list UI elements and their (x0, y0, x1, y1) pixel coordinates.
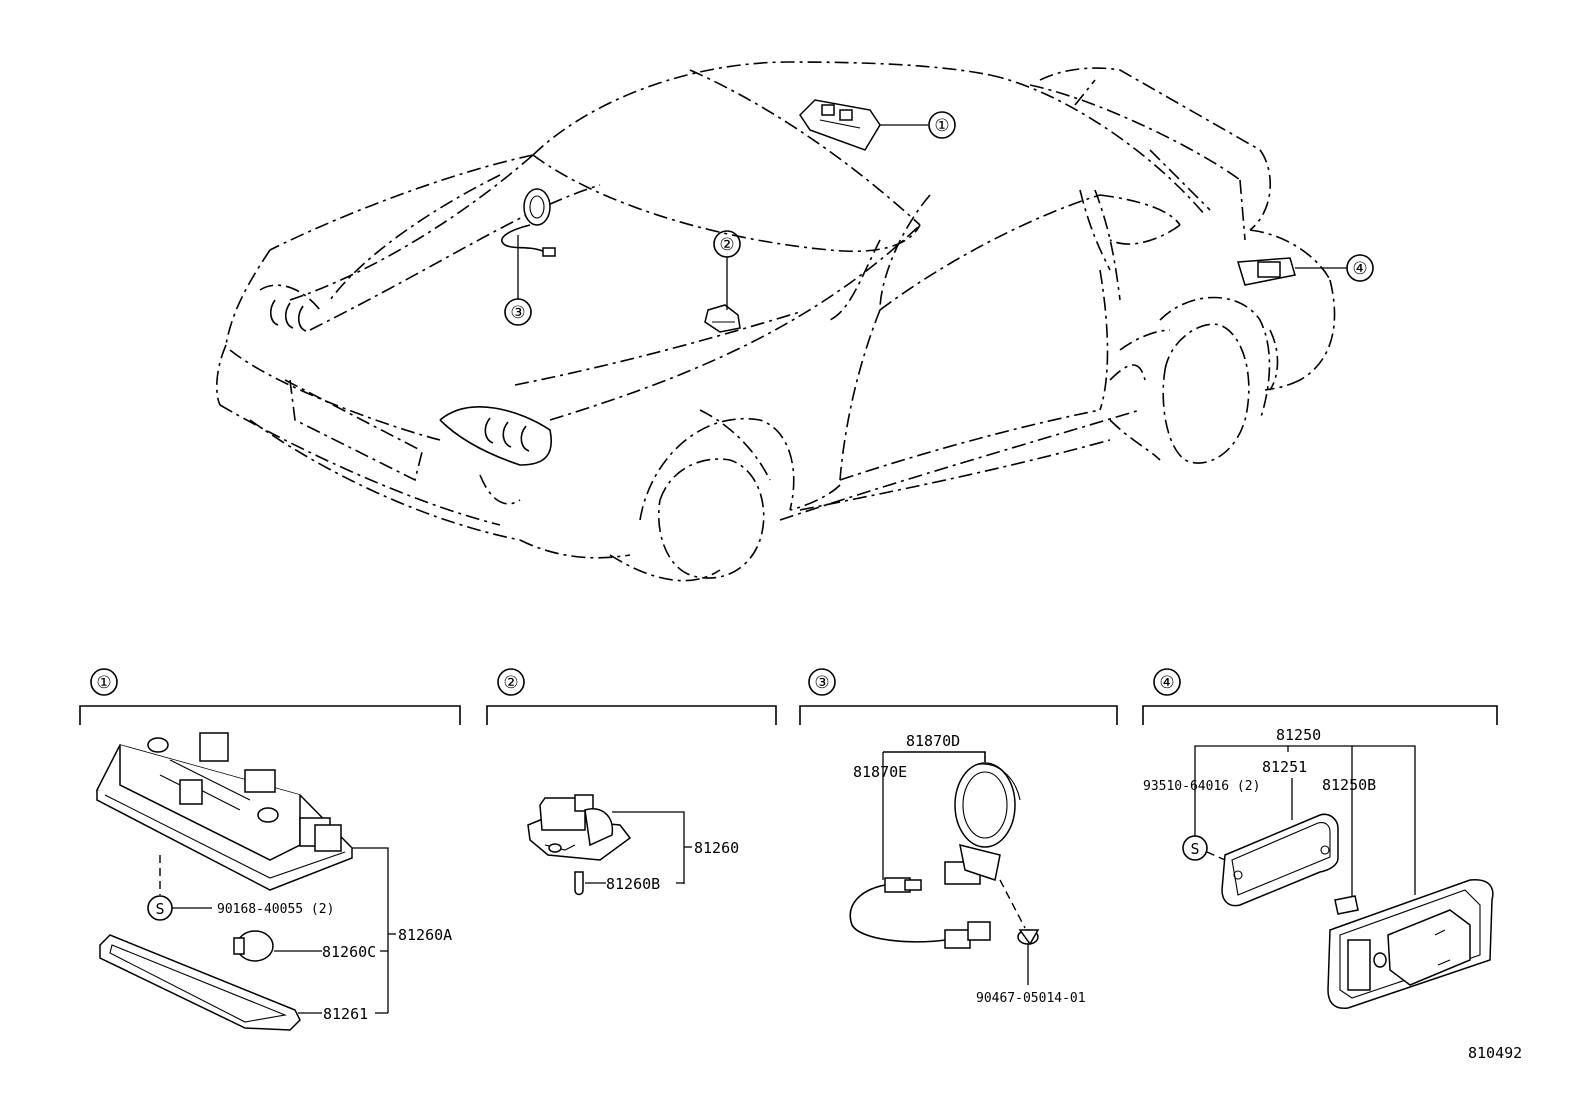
car-outline (216, 61, 1336, 582)
group-4-lens-label: 81251 (1262, 758, 1307, 776)
callout-3: ③ (504, 235, 532, 326)
group-1-screw-label: 90168-40055 (2) (217, 902, 334, 917)
group-3-ring-label: 81870D (906, 732, 960, 750)
group-2-bulb-label: 81260B (606, 875, 660, 893)
callout-4: ④ (1295, 254, 1374, 282)
group-3-wire-label: 81870E (853, 763, 907, 781)
callout-2-label: ② (719, 235, 734, 255)
group-4: ④ S 81250 81251 93510-64016 (2) 81250B (1142, 668, 1498, 1009)
group-1-bulb-label: 81260C (322, 943, 376, 961)
figure-id: 810492 (1468, 1044, 1522, 1062)
car-part-4 (1237, 257, 1296, 286)
group-4-assy-label: 81250 (1276, 726, 1321, 744)
callout-3-label: ③ (510, 303, 525, 323)
group-4-bracket (1142, 705, 1498, 725)
callout-4-label: ④ (1352, 259, 1367, 279)
group-2-bracket (486, 705, 777, 725)
group-4-screw-label: 93510-64016 (2) (1143, 779, 1260, 794)
group-3-bracket (799, 705, 1118, 725)
group-3-screw-label: 90467-05014-01 (976, 991, 1086, 1006)
group-1-main-label: 81260A (398, 926, 452, 944)
car-part-1 (799, 99, 881, 151)
group-4-bulb-label: 81250B (1322, 776, 1376, 794)
group-3: ③ 81870D 81870E 90467-05014-01 (799, 668, 1118, 1006)
group-1: ① S 90168-40055 (2) 81260A 81260C (79, 668, 461, 1031)
group-2: ② 81260 81260B (486, 668, 777, 896)
callout-2: ② (713, 230, 741, 310)
car-part-3 (501, 188, 556, 257)
callout-1: ① (880, 111, 956, 139)
group-1-screw-code: S (155, 900, 164, 918)
group-1-lens-label: 81261 (323, 1005, 368, 1023)
group-3-marker: ③ (814, 673, 829, 693)
group-4-screw-code: S (1190, 840, 1199, 858)
group-4-marker: ④ (1159, 673, 1174, 693)
group-1-bracket (79, 705, 461, 725)
group-1-marker: ① (96, 673, 111, 693)
callout-1-label: ① (934, 116, 949, 136)
car-part-2 (704, 304, 741, 333)
group-2-main-label: 81260 (694, 839, 739, 857)
group-2-marker: ② (503, 673, 518, 693)
